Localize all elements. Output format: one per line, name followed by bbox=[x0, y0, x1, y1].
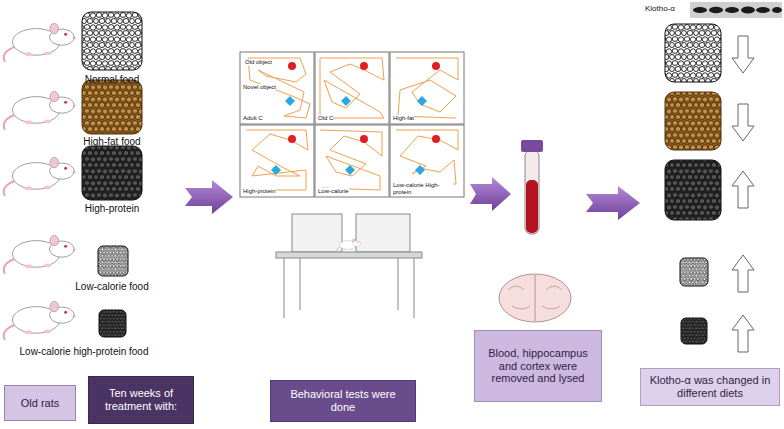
diet-label: Normal food bbox=[85, 74, 139, 85]
group-box: Old rats bbox=[4, 385, 76, 421]
panel-label: High-protein bbox=[243, 188, 276, 195]
process-box: Behavioral tests were done bbox=[270, 380, 416, 422]
panel-label: Old C bbox=[318, 115, 333, 122]
panel-label: Novel object bbox=[243, 84, 276, 91]
diet-label: Low-calorie food bbox=[75, 281, 148, 292]
process-box: Blood, hippocampus and cortex were remov… bbox=[474, 330, 602, 402]
box-label: Klotho-α was changed in different diets bbox=[647, 374, 773, 399]
box-label: Behavioral tests were done bbox=[277, 388, 409, 413]
protein-label: Klotho-α bbox=[645, 5, 675, 14]
panel-label: Low-calorie bbox=[318, 188, 349, 195]
result-box: Klotho-α was changed in different diets bbox=[640, 368, 780, 406]
diet-label: Low-calorie high-protein food bbox=[20, 346, 149, 357]
diet-label: High-protein bbox=[85, 203, 139, 214]
diet-label: High-fat food bbox=[83, 136, 140, 147]
panel-label: Old object bbox=[245, 59, 272, 66]
treatment-box: Ten weeks of treatment with: bbox=[88, 376, 194, 424]
box-label: Ten weeks of treatment with: bbox=[95, 387, 187, 412]
box-label: Blood, hippocampus and cortex were remov… bbox=[481, 347, 595, 385]
panel-label: Adult C bbox=[243, 115, 263, 122]
panel-label: Low-calorie High-protein bbox=[393, 182, 453, 195]
panel-label: High-fat bbox=[393, 115, 414, 122]
box-label: Old rats bbox=[21, 397, 60, 410]
